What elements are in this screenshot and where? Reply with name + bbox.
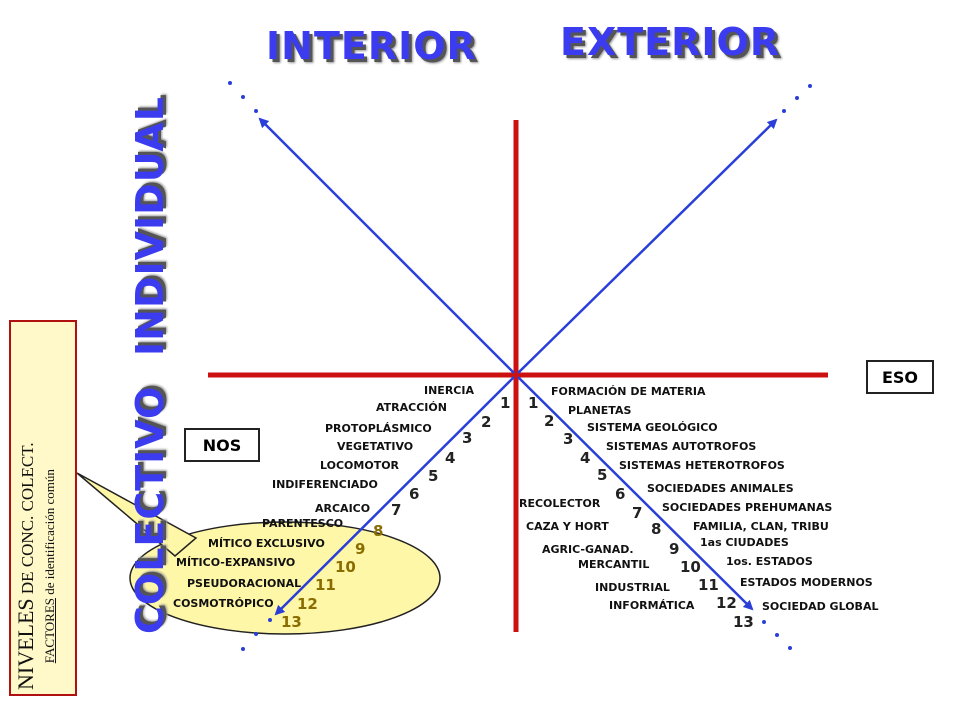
- left-number-9: 9: [355, 540, 366, 558]
- left-label-vegetativo: VEGETATIVO: [337, 440, 414, 453]
- left-number-1: 1: [500, 394, 511, 412]
- right-label-1os-estados: 1os. ESTADOS: [726, 555, 813, 568]
- left-label-arcaico: ARCAICO: [315, 502, 371, 515]
- left-number-11: 11: [315, 576, 336, 594]
- callout-text: NIVELES DE CONC. COLECT. FACTORES de ide…: [13, 442, 59, 690]
- exterior-title: EXTERIOR: [560, 20, 781, 64]
- right-number-10: 10: [680, 558, 701, 576]
- right-inner-label-industrial: INDUSTRIAL: [595, 581, 670, 594]
- arrow-upper-left: [258, 117, 515, 374]
- callout-pointer: [76, 472, 198, 557]
- right-number-1: 1: [528, 394, 539, 412]
- right-label-sistemas-heterotrofos: SISTEMAS HETEROTROFOS: [619, 459, 785, 472]
- right-label-sociedades-prehumanas: SOCIEDADES PREHUMANAS: [662, 501, 833, 514]
- right-inner-label-informatica: INFORMÁTICA: [609, 599, 695, 612]
- left-number-3: 3: [462, 429, 473, 447]
- continuation-dots: [228, 81, 812, 651]
- right-number-7: 7: [632, 504, 643, 522]
- left-number-7: 7: [391, 501, 402, 519]
- left-number-2: 2: [481, 413, 492, 431]
- arrow-lower-right: [517, 376, 754, 611]
- left-label-locomotor: LOCOMOTOR: [320, 459, 400, 472]
- right-label-familia-clan-tribu: FAMILIA, CLAN, TRIBU: [693, 520, 829, 533]
- right-label-estados-modernos: ESTADOS MODERNOS: [740, 576, 873, 589]
- callout-factores: FACTORES: [42, 597, 57, 664]
- right-number-13: 13: [733, 613, 754, 631]
- colectivo-title: COLECTIVO: [128, 385, 172, 634]
- right-number-3: 3: [563, 430, 574, 448]
- right-label-sociedad-global: SOCIEDAD GLOBAL: [762, 600, 879, 613]
- left-number-8: 8: [373, 522, 384, 540]
- left-label-inercia: INERCIA: [424, 384, 474, 397]
- callout-ellipse: [129, 521, 441, 635]
- arrow-upper-right: [517, 118, 778, 374]
- right-label-1as-ciudades: 1as CIUDADES: [700, 536, 789, 549]
- right-number-5: 5: [597, 466, 608, 484]
- callout-niveles: NIVELES: [13, 598, 38, 690]
- left-label-pseudoracional: PSEUDORACIONAL: [187, 577, 302, 590]
- right-number-12: 12: [716, 594, 737, 612]
- left-number-6: 6: [409, 485, 420, 503]
- eso-box: ESO: [866, 360, 934, 394]
- left-label-indiferenciado: INDIFERENCIADO: [272, 478, 378, 491]
- arrow-lower-left: [274, 376, 515, 616]
- left-number-12: 12: [297, 595, 318, 613]
- right-label-sociedades-animales: SOCIEDADES ANIMALES: [647, 482, 794, 495]
- left-label-cosmotropico: COSMOTRÓPICO: [173, 597, 274, 610]
- right-label-planetas: PLANETAS: [568, 404, 632, 417]
- left-label-parentesco: PARENTESCO: [262, 517, 344, 530]
- right-label-formacion-de-materia: FORMACIÓN DE MATERIA: [551, 385, 706, 398]
- left-label-mitico-expansivo: MÍTICO-EXPANSIVO: [176, 556, 296, 569]
- left-label-atraccion: ATRACCIÓN: [376, 401, 447, 414]
- right-number-6: 6: [615, 485, 626, 503]
- interior-title: INTERIOR: [266, 24, 477, 68]
- niveles-callout: NIVELES DE CONC. COLECT. FACTORES de ide…: [9, 320, 77, 696]
- left-number-10: 10: [335, 558, 356, 576]
- right-number-8: 8: [651, 520, 662, 538]
- left-label-mitico-exclusivo: MÍTICO EXCLUSIVO: [208, 537, 325, 550]
- nos-box: NOS: [184, 428, 260, 462]
- left-number-13: 13: [281, 613, 302, 631]
- left-label-protoplasmico: PROTOPLÁSMICO: [325, 422, 432, 435]
- individual-title: INDIVIDUAL: [128, 95, 172, 356]
- right-number-9: 9: [669, 540, 680, 558]
- right-inner-label-agric-ganad: AGRIC-GANAD.: [542, 543, 634, 556]
- left-number-5: 5: [428, 467, 439, 485]
- right-label-sistemas-autotrofos: SISTEMAS AUTOTROFOS: [606, 440, 757, 453]
- right-number-4: 4: [580, 449, 591, 467]
- callout-conc-colect: DE CONC. COLECT.: [18, 442, 37, 599]
- right-inner-label-caza-y-hort: CAZA Y HORT: [526, 520, 609, 533]
- right-inner-label-recolector: RECOLECTOR: [519, 497, 601, 510]
- right-number-11: 11: [698, 576, 719, 594]
- callout-identificacion: de identificación común: [42, 469, 57, 598]
- right-number-2: 2: [544, 412, 555, 430]
- right-inner-label-mercantil: MERCANTIL: [578, 558, 650, 571]
- right-label-sistema-geologico: SISTEMA GEOLÓGICO: [587, 421, 718, 434]
- left-number-4: 4: [445, 449, 456, 467]
